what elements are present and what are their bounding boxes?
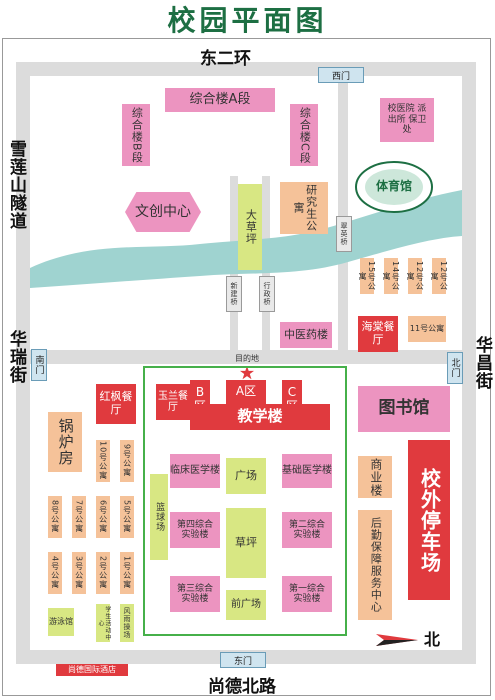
river-shape bbox=[30, 190, 462, 288]
building-diyi[interactable]: 第一综合实验楼 bbox=[282, 576, 332, 612]
dorm-6[interactable]: 6号公寓 bbox=[96, 496, 110, 538]
building-zonghe-a[interactable]: 综合楼A段 bbox=[165, 88, 275, 112]
outer-road-west bbox=[16, 62, 30, 664]
building-zonghe-c[interactable]: 综合楼C段 bbox=[290, 104, 318, 166]
building-fengyu[interactable]: 风雨操场 bbox=[120, 604, 134, 642]
building-disan[interactable]: 第三综合实验楼 bbox=[170, 576, 220, 612]
parking-xiaowai[interactable]: 校外停车场 bbox=[408, 440, 450, 600]
building-youyongguan[interactable]: 游泳馆 bbox=[48, 608, 74, 636]
dorm-9[interactable]: 9号公寓 bbox=[120, 440, 134, 482]
road-north-label: 东二环 bbox=[200, 49, 251, 69]
dorm-14[interactable]: 14号公寓 bbox=[382, 258, 400, 294]
lawn-caoping[interactable]: 草坪 bbox=[226, 508, 266, 578]
inner-road-center-v bbox=[338, 76, 348, 350]
page-title: 校园平面图 bbox=[167, 4, 328, 37]
road-south-label: 尚德北路 bbox=[208, 677, 276, 697]
gate-south-west[interactable]: 南门 bbox=[31, 349, 47, 381]
compass-north-label: 北 bbox=[423, 629, 440, 649]
building-dier[interactable]: 第二综合实验楼 bbox=[282, 512, 332, 548]
building-zonghe-b[interactable]: 综合楼B段 bbox=[122, 104, 150, 166]
stadium[interactable] bbox=[354, 160, 434, 214]
gate-east-south[interactable]: 东门 bbox=[220, 652, 266, 668]
dorm-10[interactable]: 10号公寓 bbox=[96, 440, 110, 482]
destination-label: 目的地 bbox=[235, 354, 259, 364]
building-haitang[interactable]: 海棠餐厅 bbox=[358, 316, 398, 352]
gate-north-east[interactable]: 北门 bbox=[447, 352, 463, 384]
area-a[interactable]: A区 bbox=[226, 380, 266, 404]
dorm-11[interactable]: 11号公寓 bbox=[408, 316, 446, 342]
bridge-1: 新建桥 bbox=[226, 276, 242, 312]
green-route-outer bbox=[143, 366, 347, 636]
road-east-label: 华昌街 bbox=[472, 336, 492, 390]
dorm-4[interactable]: 4号公寓 bbox=[48, 552, 62, 594]
building-zhongyiyaolou[interactable]: 中医药楼 bbox=[280, 322, 332, 348]
building-jiaoxuelou[interactable]: 教学楼 bbox=[190, 404, 330, 430]
bridge-2: 行政桥 bbox=[259, 276, 275, 312]
square-guangchang[interactable]: 广场 bbox=[226, 458, 266, 494]
compass-arrow-icon bbox=[376, 634, 418, 646]
building-jiudian[interactable]: 尚德国际酒店 bbox=[56, 664, 128, 676]
building-shangyelou[interactable]: 商业楼 bbox=[358, 456, 392, 498]
building-yulan[interactable]: 玉兰餐厅 bbox=[156, 384, 190, 420]
outer-road-east bbox=[462, 62, 476, 664]
building-xuesheng[interactable]: 学生活动中心 bbox=[96, 604, 111, 642]
river bbox=[30, 190, 462, 288]
inner-road-mid bbox=[30, 350, 462, 364]
building-xiaoyiyuan[interactable]: 校医院 派出所 保卫处 bbox=[380, 98, 434, 142]
dorm-2[interactable]: 2号公寓 bbox=[96, 552, 110, 594]
building-houqin[interactable]: 后勤保障服务中心 bbox=[358, 510, 392, 620]
bridge-3: 翠英桥 bbox=[336, 216, 352, 252]
building-yanjiusheng[interactable]: 研究生公寓 bbox=[280, 182, 328, 234]
building-tiyuguan: 体育馆 bbox=[375, 179, 412, 194]
dorm-12[interactable]: 12号公寓 bbox=[430, 258, 448, 294]
destination-star-icon bbox=[240, 366, 254, 380]
road-west-lower-label: 华瑞街 bbox=[6, 330, 26, 384]
court-lanqiuchang[interactable]: 篮球场 bbox=[150, 474, 168, 560]
gate-west-north[interactable]: 西门 bbox=[318, 67, 364, 83]
dorm-13[interactable]: 12号公寓 bbox=[406, 258, 424, 294]
dorm-1[interactable]: 1号公寓 bbox=[120, 552, 134, 594]
road-west-upper-label: 雪莲山隧道 bbox=[6, 140, 26, 230]
building-linchuang[interactable]: 临床医学楼 bbox=[170, 454, 220, 488]
building-tushuguan[interactable]: 图书馆 bbox=[358, 386, 450, 432]
dorm-8[interactable]: 8号公寓 bbox=[48, 496, 62, 538]
dorm-7[interactable]: 7号公寓 bbox=[72, 496, 86, 538]
square-qianguangchang[interactable]: 前广场 bbox=[226, 590, 266, 620]
dorm-15[interactable]: 15号公寓 bbox=[358, 258, 376, 294]
building-disi[interactable]: 第四综合实验楼 bbox=[170, 512, 220, 548]
dorm-3[interactable]: 3号公寓 bbox=[72, 552, 86, 594]
building-dacaoping[interactable]: 大草坪 bbox=[238, 184, 262, 270]
building-guolufang[interactable]: 锅炉房 bbox=[48, 412, 82, 472]
building-hongfeng[interactable]: 红枫餐厅 bbox=[96, 384, 136, 424]
dorm-5[interactable]: 5号公寓 bbox=[120, 496, 134, 538]
building-jichu[interactable]: 基础医学楼 bbox=[282, 454, 332, 488]
building-wenchuang[interactable]: 文创中心 bbox=[125, 192, 201, 232]
